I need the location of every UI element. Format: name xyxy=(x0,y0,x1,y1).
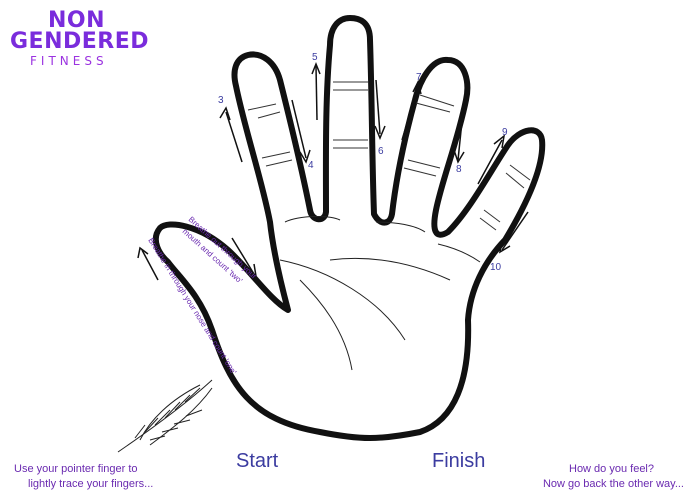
logo-line-2: GENDERED xyxy=(10,29,150,54)
number-6: 6 xyxy=(378,146,384,157)
number-8: 8 xyxy=(456,164,462,175)
instruction-text: Use your pointer finger to lightly trace… xyxy=(14,462,153,492)
logo-line-3: FITNESS xyxy=(30,54,108,68)
direction-arrows xyxy=(137,61,529,281)
number-3: 3 xyxy=(218,95,224,106)
start-label: Start xyxy=(236,450,279,472)
instruction-line-2: lightly trace your fingers... xyxy=(28,478,154,490)
number-10: 10 xyxy=(490,262,502,273)
feel-line-2: Now go back the other way... xyxy=(542,478,684,490)
finish-label: Finish xyxy=(432,450,486,472)
number-4: 4 xyxy=(308,160,314,171)
number-7: 7 xyxy=(416,72,422,83)
feather-icon xyxy=(117,379,213,453)
feel-text: How do you feel? Now go back the other w… xyxy=(514,462,684,492)
brand-logo: NON GENDERED FITNESS xyxy=(10,8,149,70)
finger-joint-lines xyxy=(247,81,531,231)
feel-line-1: How do you feel? xyxy=(569,463,654,475)
logo-line-1: NON xyxy=(48,8,106,33)
number-9: 9 xyxy=(502,127,508,138)
breathe-in-text: Breathe in through your nose and count '… xyxy=(146,236,238,376)
finger-numbers: 3 4 5 6 7 8 9 10 xyxy=(218,52,508,273)
instruction-line-1: Use your pointer finger to xyxy=(14,463,138,475)
hand-outline xyxy=(152,15,546,441)
number-5: 5 xyxy=(312,52,318,63)
